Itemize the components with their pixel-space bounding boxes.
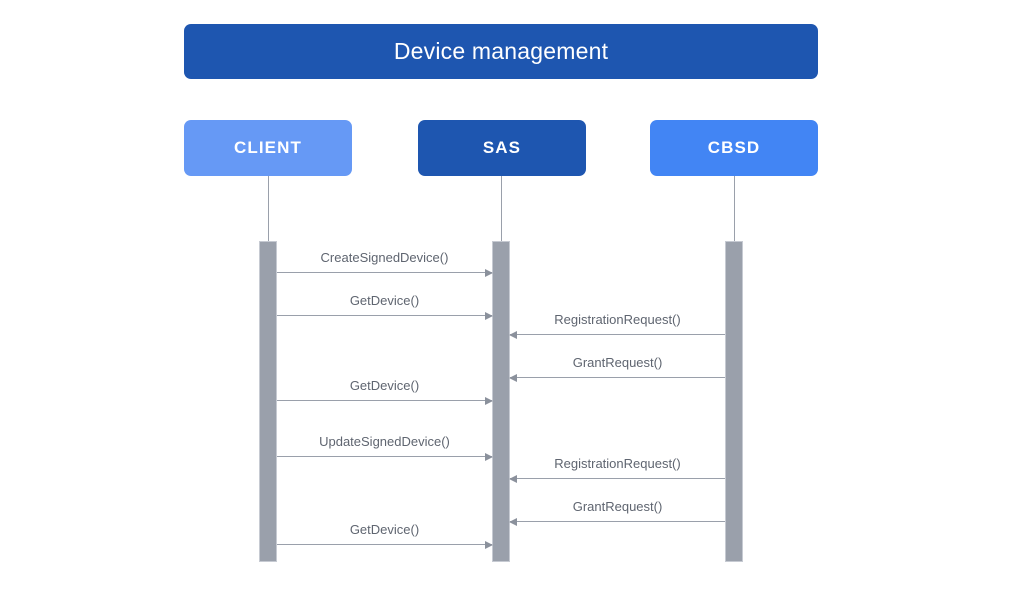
message-line [510, 377, 725, 378]
diagram-title-bar: Device management [184, 24, 818, 79]
lifeline-sas [501, 176, 502, 241]
message-label: GetDevice() [349, 378, 420, 393]
message-line [277, 544, 492, 545]
activation-bar-sas[interactable] [492, 241, 510, 562]
participant-label-sas: SAS [482, 138, 522, 157]
participant-header-cbsd[interactable]: CBSD [650, 120, 818, 176]
activation-bar-cbsd[interactable] [725, 241, 743, 562]
arrow-head-left-icon [509, 517, 517, 526]
arrow-head-right-icon [485, 268, 493, 277]
message-line [277, 315, 492, 316]
message-line [277, 272, 492, 273]
message-label: UpdateSignedDevice() [319, 434, 450, 449]
lifeline-client [268, 176, 269, 241]
arrow-head-right-icon [485, 311, 493, 320]
message-label: CreateSignedDevice() [320, 250, 449, 265]
participant-header-sas[interactable]: SAS [418, 120, 586, 176]
message-line [277, 456, 492, 457]
message-line [277, 400, 492, 401]
message-label: RegistrationRequest() [554, 456, 681, 471]
message-label: GrantRequest() [572, 355, 663, 370]
message-line [510, 521, 725, 522]
message-label: GetDevice() [349, 293, 420, 308]
message-line [510, 334, 725, 335]
participant-header-client[interactable]: CLIENT [184, 120, 352, 176]
arrow-head-left-icon [509, 474, 517, 483]
arrow-head-right-icon [485, 452, 493, 461]
participant-label-cbsd: CBSD [707, 138, 761, 157]
arrow-head-right-icon [485, 396, 493, 405]
lifeline-cbsd [734, 176, 735, 241]
arrow-head-right-icon [485, 540, 493, 549]
message-line [510, 478, 725, 479]
participant-label-client: CLIENT [234, 138, 302, 157]
message-label: RegistrationRequest() [554, 312, 681, 327]
diagram-title: Device management [393, 38, 609, 64]
activation-bar-client[interactable] [259, 241, 277, 562]
arrow-head-left-icon [509, 373, 517, 382]
message-label: GrantRequest() [572, 499, 663, 514]
message-label: GetDevice() [349, 522, 420, 537]
arrow-head-left-icon [509, 330, 517, 339]
